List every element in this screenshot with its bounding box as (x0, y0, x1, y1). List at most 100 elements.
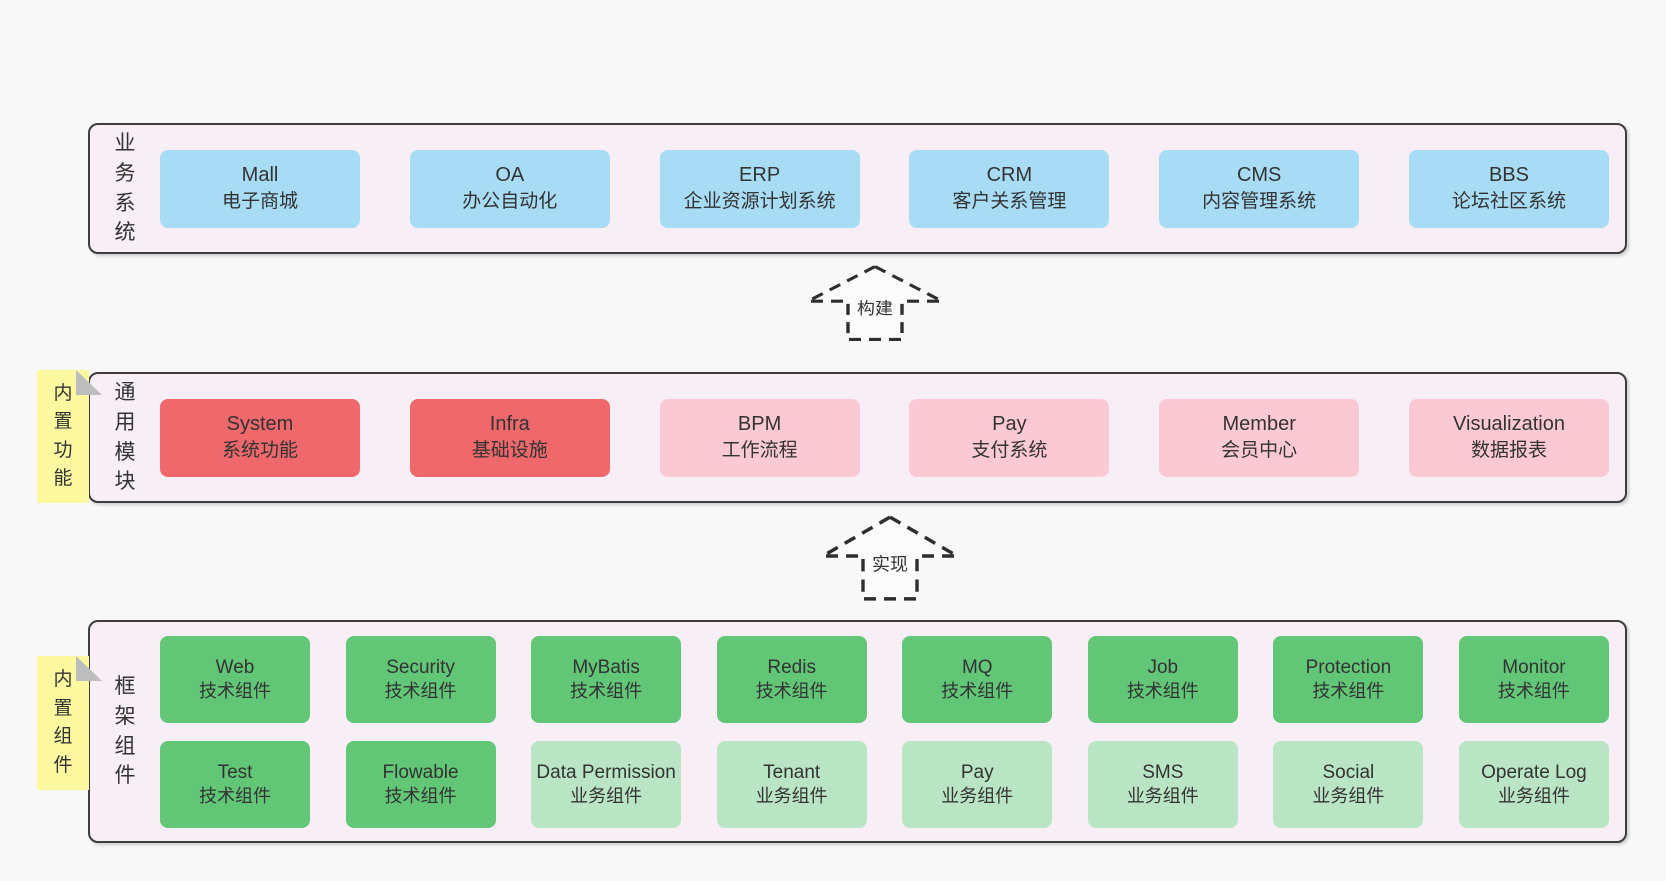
box-system: System 系统功能 (160, 398, 360, 477)
box-title: CMS (1236, 163, 1282, 186)
box-oa: OA 办公自动化 (409, 149, 610, 228)
arrow-implement-shape (816, 515, 964, 601)
box-subtitle: 会员中心 (1221, 440, 1298, 462)
box-subtitle: 电子商城 (221, 191, 298, 213)
box-subtitle: 业务组件 (755, 785, 828, 806)
row-label-framework-components: 框架组件 (114, 674, 136, 788)
panel-business-systems: 业务系统 Mall 电子商城 OA 办公自动化 ERP 企业资源计划系统 CRM… (88, 123, 1627, 254)
box-subtitle: 业务组件 (570, 785, 643, 806)
box-title: Protection (1305, 656, 1392, 678)
box-title: SMS (1142, 761, 1184, 783)
component-row-2: Test 技术组件 Flowable 技术组件 Data Permission … (160, 740, 1609, 828)
row-label-zone: 业务系统 (90, 125, 160, 252)
arrow-build: 构建 (801, 264, 949, 341)
arrow-label: 实现 (872, 554, 908, 574)
box-subtitle: 技术组件 (384, 680, 457, 701)
box-security: Security 技术组件 (345, 635, 496, 723)
box-visualization: Visualization 数据报表 (1408, 398, 1609, 477)
box-title: Test (217, 761, 253, 783)
box-title: Infra (489, 412, 530, 435)
arrow-build-shape (801, 264, 949, 341)
row-label-zone: 通用模块 (90, 374, 160, 501)
box-title: Data Permission (536, 761, 676, 783)
box-subtitle: 内容管理系统 (1202, 191, 1317, 213)
box-title: Flowable (382, 761, 459, 783)
box-subtitle: 技术组件 (1126, 680, 1199, 701)
box-subtitle: 技术组件 (755, 680, 828, 701)
box-subtitle: 支付系统 (971, 440, 1048, 462)
box-title: Mall (241, 163, 279, 186)
box-operate-log: Operate Log 业务组件 (1458, 740, 1609, 828)
arrow-label: 构建 (857, 299, 893, 318)
box-tenant: Tenant 业务组件 (716, 740, 867, 828)
box-subtitle: 技术组件 (199, 785, 271, 806)
box-title: CRM (986, 163, 1033, 186)
box-title: BPM (737, 412, 782, 435)
panel-common-modules: 通用模块 System 系统功能 Infra 基础设施 BPM 工作流程 Pay… (88, 372, 1627, 503)
box-data-permission: Data Permission 业务组件 (531, 740, 682, 828)
box-subtitle: 技术组件 (1497, 680, 1570, 701)
box-protection: Protection 技术组件 (1273, 635, 1424, 723)
box-job: Job 技术组件 (1087, 635, 1238, 723)
module-boxes: System 系统功能 Infra 基础设施 BPM 工作流程 Pay 支付系统… (160, 374, 1625, 501)
row-label-zone: 框架组件 (90, 622, 160, 841)
box-title: Tenant (763, 761, 821, 783)
box-subtitle: 技术组件 (941, 680, 1014, 701)
box-title: Security (386, 656, 455, 678)
box-monitor: Monitor 技术组件 (1458, 635, 1609, 723)
box-title: Monitor (1502, 656, 1566, 678)
box-title: Job (1147, 656, 1179, 678)
row-label-common-modules: 通用模块 (114, 380, 136, 494)
sticky-note-builtin-components: 内置组件 (37, 656, 102, 790)
box-title: Member (1222, 412, 1296, 435)
box-subtitle: 技术组件 (199, 680, 271, 701)
box-subtitle: 企业资源计划系统 (683, 191, 836, 213)
box-web: Web 技术组件 (160, 635, 310, 723)
box-title: Redis (767, 656, 816, 678)
box-pay-component: Pay 业务组件 (902, 740, 1053, 828)
box-subtitle: 工作流程 (721, 440, 798, 462)
business-boxes: Mall 电子商城 OA 办公自动化 ERP 企业资源计划系统 CRM 客户关系… (160, 125, 1625, 252)
box-bbs: BBS 论坛社区系统 (1408, 149, 1609, 228)
box-subtitle: 技术组件 (570, 680, 643, 701)
arrow-implement: 实现 (816, 515, 964, 601)
box-sms: SMS 业务组件 (1087, 740, 1238, 828)
box-title: Web (215, 656, 255, 678)
box-subtitle: 客户关系管理 (952, 191, 1067, 213)
box-subtitle: 办公自动化 (462, 191, 558, 213)
box-subtitle: 系统功能 (221, 440, 298, 462)
box-subtitle: 技术组件 (1312, 680, 1385, 701)
box-subtitle: 技术组件 (384, 785, 457, 806)
box-bpm: BPM 工作流程 (659, 398, 860, 477)
box-title: Pay (960, 761, 994, 783)
box-title: Social (1322, 761, 1375, 783)
box-subtitle: 论坛社区系统 (1451, 191, 1566, 213)
box-member: Member 会员中心 (1159, 398, 1360, 477)
box-title: ERP (739, 163, 781, 186)
box-subtitle: 基础设施 (471, 440, 548, 462)
box-cms: CMS 内容管理系统 (1159, 149, 1360, 228)
component-boxes: Web 技术组件 Security 技术组件 MyBatis 技术组件 Redi… (160, 622, 1625, 841)
box-title: MQ (961, 656, 993, 678)
box-subtitle: 业务组件 (941, 785, 1014, 806)
box-subtitle: 业务组件 (1497, 785, 1570, 806)
box-test: Test 技术组件 (160, 740, 310, 828)
panel-framework-components: 框架组件 Web 技术组件 Security 技术组件 MyBatis 技术组件… (88, 620, 1627, 843)
component-row-1: Web 技术组件 Security 技术组件 MyBatis 技术组件 Redi… (160, 635, 1609, 723)
box-mall: Mall 电子商城 (160, 149, 360, 228)
box-title: BBS (1488, 163, 1529, 186)
box-subtitle: 业务组件 (1312, 785, 1385, 806)
box-subtitle: 业务组件 (1126, 785, 1199, 806)
sticky-note-builtin-features: 内置功能 (37, 370, 102, 503)
box-erp: ERP 企业资源计划系统 (659, 149, 860, 228)
box-pay: Pay 支付系统 (909, 398, 1110, 477)
sticky-label: 内置组件 (53, 669, 73, 776)
box-title: Operate Log (1481, 761, 1587, 783)
sticky-label: 内置功能 (53, 382, 73, 490)
box-title: System (226, 412, 294, 435)
box-title: OA (495, 163, 525, 186)
row-label-business-systems: 业务系统 (114, 131, 136, 245)
box-mybatis: MyBatis 技术组件 (531, 635, 682, 723)
box-social: Social 业务组件 (1273, 740, 1424, 828)
